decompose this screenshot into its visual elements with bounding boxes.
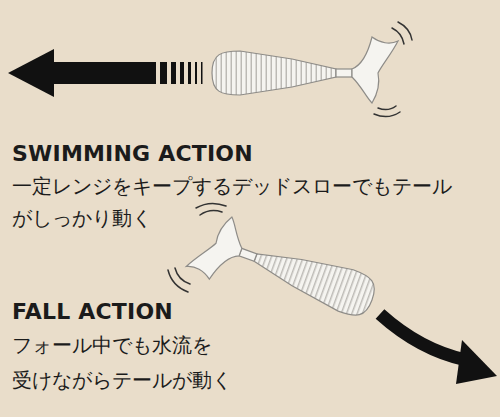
action-note: 一定レンジをキープするデッドスローでもテール がしっかり動く <box>12 170 492 234</box>
action-heading: FALL ACTION <box>12 298 312 326</box>
fall-arrow <box>380 314 497 384</box>
motion-lines <box>374 22 412 117</box>
lure <box>212 37 398 103</box>
action-note: フォール中でも水流を 受けながらテールが動く <box>12 328 312 398</box>
swim-arrow <box>8 49 203 97</box>
lure <box>185 208 382 334</box>
action-heading: SWIMMING ACTION <box>12 140 482 168</box>
motion-lines <box>168 203 226 292</box>
